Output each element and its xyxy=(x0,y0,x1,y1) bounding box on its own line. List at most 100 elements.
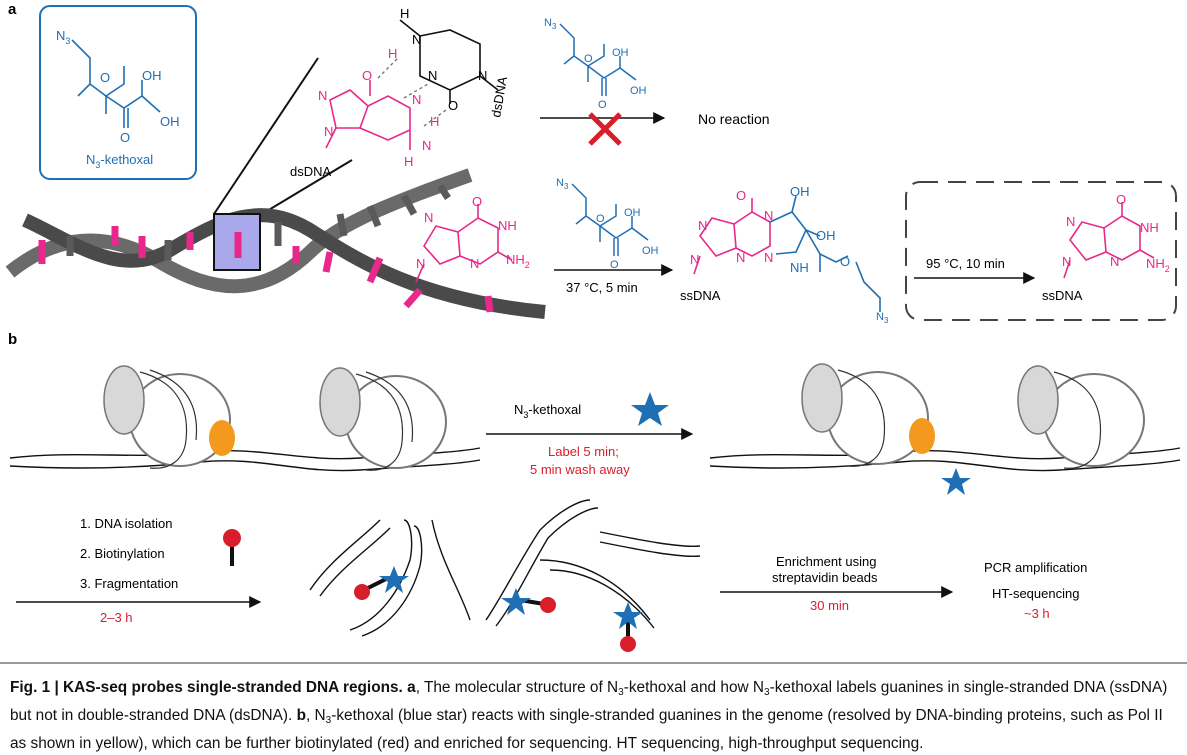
o-atom-c: O xyxy=(448,98,458,113)
free-g-n2: N xyxy=(416,256,425,271)
nr-oh1: OH xyxy=(612,47,629,59)
caption-title: Fig. 1 | KAS-seq probes single-stranded … xyxy=(10,679,403,696)
carbonyl-oxygen: O xyxy=(120,130,130,145)
prod-o2: O xyxy=(840,254,850,269)
no-reaction-reagent: N3 O OH OH O xyxy=(544,17,647,111)
caption-sub-1: 3 xyxy=(618,687,624,698)
nucleosome-3 xyxy=(801,363,929,467)
prod-n3: N xyxy=(736,250,745,265)
nr-n3: N3 xyxy=(544,17,557,31)
free-g-o: O xyxy=(472,194,482,209)
o-atom-g: O xyxy=(362,68,372,83)
hydroxyl-right: OH xyxy=(160,114,180,129)
caption-a-label: a xyxy=(407,679,416,696)
nr-oh2: OH xyxy=(630,85,647,97)
n-atom-g2: N xyxy=(412,92,421,107)
dna-helix xyxy=(5,168,546,319)
b-reagent: N3-kethoxal xyxy=(514,402,581,420)
enrich-1: Enrichment using xyxy=(776,554,876,569)
caption-sub-3: 3 xyxy=(325,715,332,726)
nucleosome-2 xyxy=(319,367,447,471)
label-time-2: 5 min wash away xyxy=(530,462,630,477)
chromatin-before xyxy=(9,365,481,472)
cross-icon xyxy=(588,112,622,146)
step-3: 3. Fragmentation xyxy=(80,576,178,591)
free-g-nh2: NH2 xyxy=(506,252,530,270)
caption-sub-2: 3 xyxy=(764,687,770,698)
rx-oh2: OH xyxy=(642,245,659,257)
figure-caption: Fig. 1 | KAS-seq probes single-stranded … xyxy=(10,676,1180,755)
dna-fragments xyxy=(309,499,701,637)
prod-nh: NH xyxy=(790,260,809,275)
rx-o2: O xyxy=(610,259,619,271)
chromatin-after xyxy=(709,363,1181,495)
rg-nh: NH xyxy=(1140,220,1159,235)
n-atom-c2: N xyxy=(428,68,437,83)
ht-label: HT-sequencing xyxy=(992,586,1079,601)
n-atom-g3: N xyxy=(422,138,431,153)
prod-n2: N xyxy=(690,252,699,267)
step-1: 1. DNA isolation xyxy=(80,516,173,531)
caption-b-text2: -kethoxal (blue star) reacts with single… xyxy=(10,707,1163,752)
panel-label-a: a xyxy=(8,1,17,18)
n-atom-g4: N xyxy=(324,124,333,139)
prod-n1: N xyxy=(698,218,707,233)
restored-guanine: O N NH N N NH2 ssDNA xyxy=(1042,192,1170,303)
enrich-2: streptavidin beads xyxy=(772,570,878,585)
ssdna-label-1: ssDNA xyxy=(680,288,721,303)
enrich-time: 30 min xyxy=(810,598,849,613)
pol-ii-protein xyxy=(209,420,235,456)
caption-divider xyxy=(0,662,1187,664)
caption-b-label: b xyxy=(296,707,306,724)
reagent-box-label: N3-kethoxal xyxy=(86,152,153,170)
fragment-labels xyxy=(354,566,643,652)
caption-a-text3: -kethoxal labels guanines in single-stra… xyxy=(10,679,1168,724)
hydroxyl-top: OH xyxy=(142,68,162,83)
rg-nh2: NH2 xyxy=(1146,256,1170,274)
prod-oh2: OH xyxy=(816,228,836,243)
pcr-label: PCR amplification xyxy=(984,560,1087,575)
prod-n5: N xyxy=(764,250,773,265)
h-atom-2: H xyxy=(388,46,397,61)
free-g-nh: NH xyxy=(498,218,517,233)
prod-o: O xyxy=(736,188,746,203)
figure-canvas: a N3 O OH OH O N3-kethoxal xyxy=(5,1,1181,652)
rg-n3: N xyxy=(1110,254,1119,269)
reversal-box xyxy=(905,181,1177,321)
n-atom-c1: N xyxy=(412,32,421,47)
kethoxal-reagent-box: N3 O OH OH O N3-kethoxal xyxy=(39,5,197,180)
steps-time: 2–3 h xyxy=(100,610,133,625)
reaction-reagent: N3 O OH OH O xyxy=(556,177,659,271)
ht-time: ~3 h xyxy=(1024,606,1050,621)
dsdna-label-2: dsDNA xyxy=(488,75,510,118)
gc-base-pair: H N H O N O N N N H N H N dsDNA dsDNA xyxy=(290,6,510,179)
n-atom-c3: N xyxy=(478,68,487,83)
pol-ii-protein-2 xyxy=(909,418,935,454)
no-reaction-text: No reaction xyxy=(698,111,770,127)
free-guanine: O N NH N N NH2 xyxy=(415,194,530,283)
n-atom-g1: N xyxy=(318,88,327,103)
zoom-line-left xyxy=(213,57,319,215)
step-2: 2. Biotinylation xyxy=(80,546,165,561)
guanine-kethoxal-adduct: O N N N N N OH OH NH O N3 ssDNA xyxy=(680,184,889,325)
h-atom-4: H xyxy=(404,154,413,169)
star-icon xyxy=(631,392,669,426)
rx-o1: O xyxy=(596,213,605,225)
rx-n3: N3 xyxy=(556,177,569,191)
prod-n4: N xyxy=(764,208,773,223)
h-atom-1: H xyxy=(400,6,409,21)
condition-37c: 37 °C, 5 min xyxy=(566,280,638,295)
rg-n1: N xyxy=(1066,214,1075,229)
panel-label-b: b xyxy=(8,331,17,348)
prod-oh1: OH xyxy=(790,184,810,199)
zoom-line-right xyxy=(261,159,353,215)
dsdna-label-1: dsDNA xyxy=(290,164,332,179)
ssdna-label-2: ssDNA xyxy=(1042,288,1083,303)
caption-a-text2: -kethoxal and how N xyxy=(623,679,765,696)
rx-oh1: OH xyxy=(624,207,641,219)
rg-o: O xyxy=(1116,192,1126,207)
free-g-n3: N xyxy=(470,256,479,271)
star-icon-labeled xyxy=(941,468,971,495)
biotin-icon xyxy=(223,529,241,566)
caption-a-text1: , The molecular structure of N xyxy=(415,679,619,696)
